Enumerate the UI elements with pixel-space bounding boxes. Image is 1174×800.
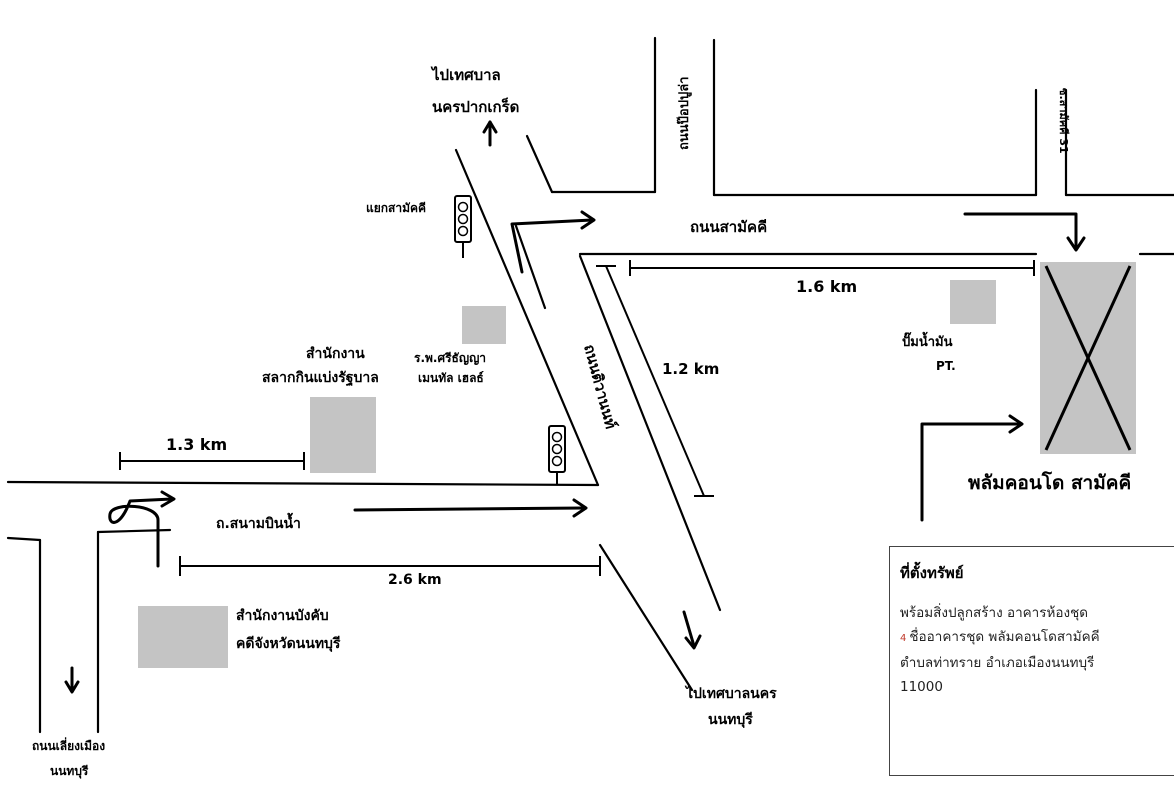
label-gas-station-2: PT.: [936, 359, 956, 373]
road-edge: [525, 134, 554, 194]
info-line: 11000: [900, 679, 943, 695]
label-sanam-bin-nam-road: ถ.สนามบินน้ำ: [216, 512, 301, 532]
label-tiwanon-road: ถนนติวานนท์: [580, 342, 620, 430]
road-edge: [6, 536, 42, 542]
arrow-icon: [920, 414, 1024, 522]
label-top-side-road: ถนนป๊อปปูล่า: [677, 77, 692, 150]
label-court-2: คดีจังหวัดนนทบุรี: [236, 636, 341, 652]
info-line-text: ชื่ออาคารชุด พลัมคอนโดสามัคคี: [909, 629, 1100, 645]
arrow-icon: [963, 212, 1086, 252]
distance-bar-2-6: [179, 556, 601, 576]
label-soi-samakkhi: ซ.สามัคคี 31: [1057, 88, 1070, 154]
court-building: [138, 606, 228, 668]
label-gas-station-1: ปั๊มน้ำมัน: [902, 331, 953, 350]
info-line: ตำบลท่าทราย อำเภอเมืองนนทบุรี: [900, 655, 1095, 671]
label-to-nonthaburi-1: ไปเทศบาลนคร: [684, 684, 777, 702]
property-info-box: ที่ตั้งทรัพย์ พร้อมสิ่งปลูกสร้าง อาคารห้…: [889, 546, 1174, 776]
lottery-office-building: [310, 397, 376, 473]
arrow-icon: [108, 490, 176, 568]
arrow-icon: [353, 498, 588, 518]
road-edge: [454, 148, 600, 487]
road-edge: [6, 480, 600, 487]
label-to-pakkret-1: ไปเทศบาล: [430, 65, 501, 84]
mental-hospital-building: [462, 306, 506, 344]
distance-bar-1-6: [629, 260, 1035, 276]
info-line: พร้อมสิ่งปลูกสร้าง อาคารห้องชุด: [900, 605, 1089, 621]
label-samakkhi-intersection: แยกสามัคคี: [366, 201, 426, 215]
label-to-pakkret-2: นครปากเกร็ด: [432, 97, 519, 116]
gas-station-building: [950, 280, 996, 324]
distance-bar-1-3: [119, 452, 305, 470]
arrow-icon: [510, 210, 596, 274]
label-mental-hospital-2: เมนทัล เฮลธ์: [418, 371, 484, 385]
label-lottery-office-2: สลากกินแบ่งรัฐบาล: [262, 370, 379, 387]
distance-bar-1-2: [596, 265, 714, 497]
label-to-nonthaburi-2: นนทบุรี: [708, 712, 753, 728]
label-court-1: สำนักงานบังคับ: [236, 608, 329, 624]
label-rattanathibet-2: นนทบุรี: [50, 764, 89, 779]
arrow-icon: [482, 120, 498, 147]
distance-label-1-3: 1.3 km: [166, 435, 227, 454]
info-title: ที่ตั้งทรัพย์: [900, 564, 964, 582]
label-lottery-office-1: สำนักงาน: [306, 346, 365, 362]
distance-label-1-2: 1.2 km: [662, 360, 719, 378]
label-mental-hospital-1: ร.พ.ศรีธัญญา: [414, 351, 486, 365]
label-samakkhi-road: ถนนสามัคคี: [690, 218, 767, 236]
traffic-light-icon: [454, 195, 472, 258]
project-marker: [1040, 262, 1136, 454]
distance-label-1-6: 1.6 km: [796, 277, 857, 296]
info-line-number: 4: [900, 633, 907, 644]
road-edge: [598, 543, 694, 692]
arrow-icon: [64, 666, 80, 694]
arrow-icon: [682, 610, 702, 650]
traffic-light-icon: [548, 425, 566, 484]
label-rattanathibet-1: ถนนเลี่ยงเมือง: [32, 737, 105, 753]
distance-label-2-6: 2.6 km: [388, 572, 442, 588]
road-edge: [514, 224, 547, 310]
road-edge: [578, 254, 722, 612]
project-name-label: พลัมคอนโด สามัคคี: [968, 472, 1132, 494]
